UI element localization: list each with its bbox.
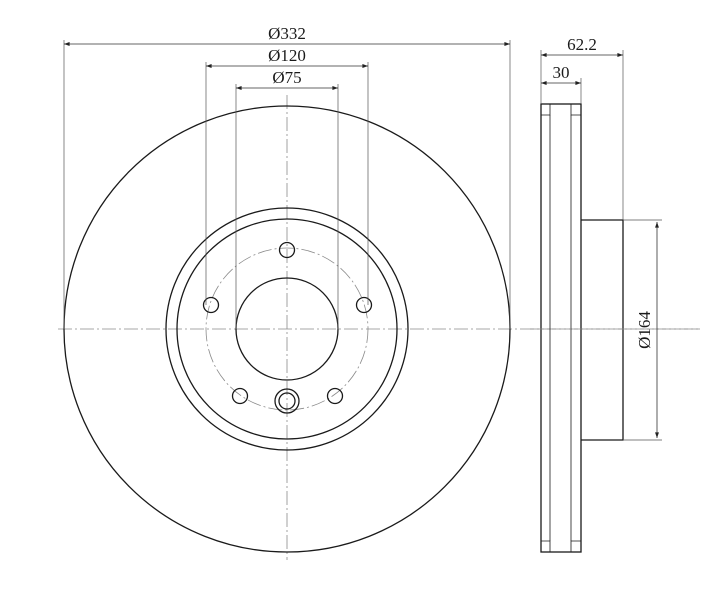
bolt-hole-left <box>202 296 220 314</box>
section-bottom-detail <box>541 540 551 552</box>
label-outer-diameter: Ø332 <box>268 24 306 43</box>
section-top-detail <box>541 104 551 116</box>
label-disc-thickness: 30 <box>553 63 570 82</box>
label-center-bore-diameter: Ø75 <box>272 68 301 87</box>
side-view: 62.2 30 Ø164 <box>530 35 700 553</box>
locator-hole-inner <box>278 392 296 410</box>
hat-inner-circle <box>176 218 398 440</box>
section-bottom-detail-right <box>570 540 581 552</box>
label-hat-diameter: Ø164 <box>635 311 654 349</box>
bolt-circle <box>205 247 369 411</box>
bolt-hole-lower-right <box>326 387 344 405</box>
hat-section <box>581 219 624 441</box>
bolt-hole-right <box>355 296 373 314</box>
front-view: Ø332 Ø120 Ø75 <box>58 24 700 560</box>
bolt-hole-top <box>278 241 296 259</box>
section-top-detail-right <box>570 104 581 116</box>
bolt-hole-lower-left <box>231 387 249 405</box>
label-bolt-circle-diameter: Ø120 <box>268 46 306 65</box>
locator-hole-outer <box>274 388 300 414</box>
disc-section-outer <box>540 103 582 553</box>
hat-outer-circle <box>165 207 409 451</box>
label-total-height: 62.2 <box>567 35 597 54</box>
